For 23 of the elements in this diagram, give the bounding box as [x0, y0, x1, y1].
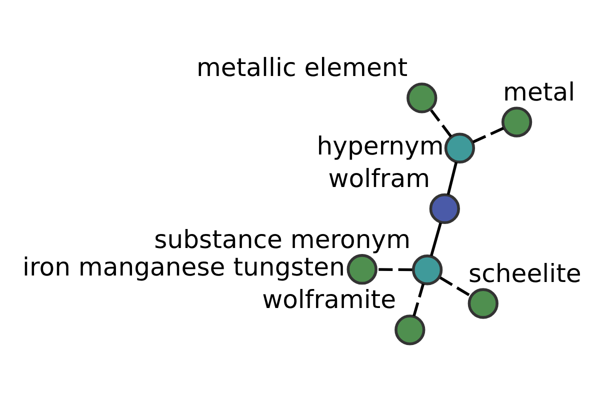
connector: [430, 222, 442, 256]
node-circle: [406, 82, 438, 114]
node-label: substance meronym: [154, 225, 411, 254]
connector: [430, 109, 452, 138]
node-label: metal: [503, 77, 576, 106]
connector: [446, 162, 458, 195]
node-label: metallic element: [196, 53, 408, 82]
node-circle: [412, 254, 443, 286]
node-label: hypernym: [316, 131, 444, 160]
node-circle: [501, 106, 532, 138]
connector: [376, 268, 412, 272]
node-label: wolfram: [328, 164, 430, 193]
node-label: scheelite: [468, 258, 582, 288]
node-circle: [444, 132, 476, 164]
node-circle: [394, 314, 426, 346]
node-circle: [429, 193, 460, 224]
connector: [412, 283, 425, 316]
node-label: wolframite: [262, 285, 396, 314]
connector: [440, 276, 472, 298]
node-circle: [346, 254, 378, 285]
node-circle: [468, 288, 498, 319]
connector: [472, 126, 504, 144]
node-label: iron manganese tungsten: [22, 252, 345, 282]
